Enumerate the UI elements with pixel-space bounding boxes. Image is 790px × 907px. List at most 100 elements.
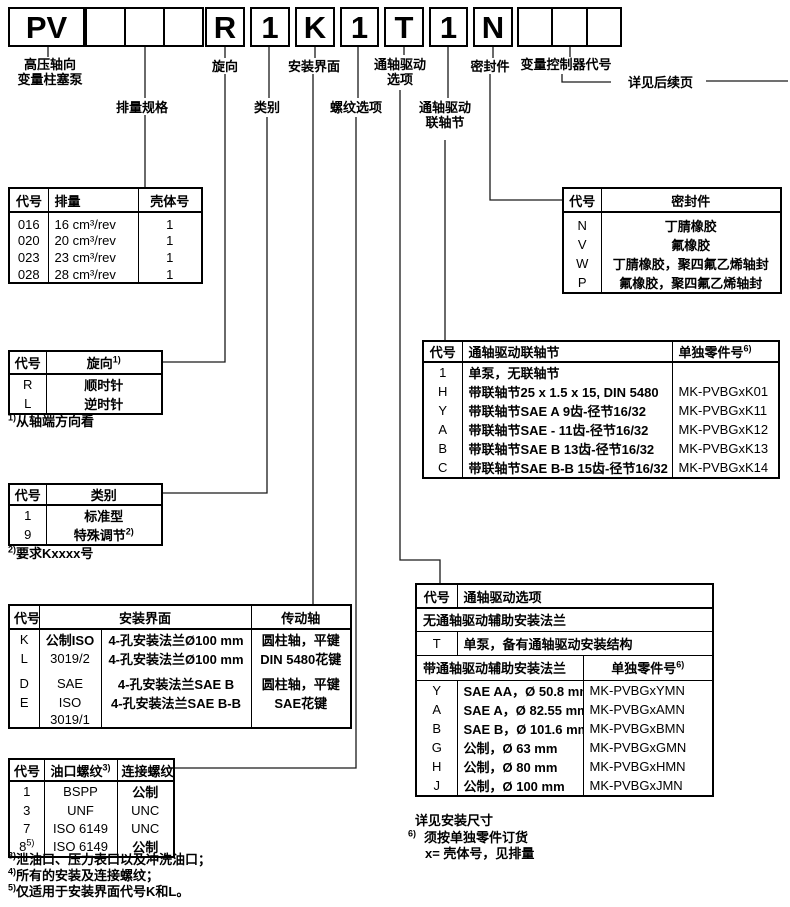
code-box-thru-coupling: 1 [429, 7, 468, 47]
col-header: 排量 [47, 188, 138, 213]
table-row: B 带联轴节SAE B 13齿-径节16/32 MK-PVBGxK13 [423, 439, 779, 458]
table-row: B SAE B，Ø 101.6 mm MK-PVBGxBMN [416, 718, 714, 738]
col-header: 代号 [9, 759, 44, 782]
col-header: 代号 [563, 188, 601, 213]
col-header: 旋向1) [45, 351, 162, 375]
col-header: 连接螺纹4) [116, 759, 174, 782]
code-box-category: 1 [250, 7, 290, 47]
label-thread: 螺纹选项 [329, 100, 382, 115]
note-see-dimensions: 详见安装尺寸 [415, 813, 494, 828]
section-row: 带通轴驱动辅助安装法兰 单独零件号6) [416, 655, 714, 681]
col-header: 密封件 [600, 188, 781, 213]
table-row: W 丁腈橡胶，聚四氟乙烯轴封 [563, 254, 781, 273]
code-box-mounting: K [295, 7, 335, 47]
label-thru-option: 通轴驱动 选项 [373, 57, 426, 87]
note-housing-code: x= 壳体号，见排量 [425, 846, 535, 861]
rotation-table: 代号 旋向1) R 顺时针 L 逆时针 [8, 350, 163, 415]
col-header: 通轴驱动联轴节 [461, 341, 672, 363]
empty-cell [124, 9, 163, 45]
mounting-interface-table: 代号 安装界面 传动轴 K 公制ISO 4-孔安装法兰Ø100 mm 圆柱轴，平… [8, 604, 353, 729]
col-header: 油口螺纹3) [43, 759, 117, 782]
col-header: 代号 [416, 584, 457, 609]
table-row: 1 单泵，无联轴节 [423, 362, 779, 382]
code-box-displacement-cells [85, 7, 204, 47]
category-table: 代号 类别 1 标准型 9 特殊调节2) [8, 483, 163, 546]
table-row: H 带联轴节25 x 1.5 x 15, DIN 5480 MK-PVBGxK0… [423, 382, 779, 401]
empty-cell [551, 9, 585, 45]
code-box-thread: 1 [340, 7, 379, 47]
code-box-seal: N [473, 7, 513, 47]
table-row: V 氟橡胶 [563, 235, 781, 254]
empty-cell [519, 9, 551, 45]
table-row: P 氟橡胶，聚四氟乙烯轴封 [563, 273, 781, 293]
table-row: 3 UNF UNC [9, 801, 174, 819]
col-header: 代号 [9, 188, 48, 213]
table-row: 016 16 cm³/rev 1 [9, 212, 202, 232]
footnote-3: 3)泄油口、压力表口以及冲洗油口； [8, 850, 212, 867]
table-row: J 公制，Ø 100 mm MK-PVBGxJMN [416, 775, 714, 796]
port-thread-table: 代号 油口螺纹3) 连接螺纹4) 1 BSPP 公制 3 UNF UNC 7 I… [8, 758, 175, 858]
label-see-next-page: 详见后续页 [628, 75, 694, 90]
table-row: A 带联轴节SAE - 11齿-径节16/32 MK-PVBGxK12 [423, 420, 779, 439]
table-row: 020 20 cm³/rev 1 [9, 232, 202, 249]
label-pump: 高压轴向 变量柱塞泵 [17, 57, 83, 87]
seal-table: 代号 密封件 N 丁腈橡胶 V 氟橡胶 W 丁腈橡胶，聚四氟乙烯轴封 P 氟橡胶… [562, 187, 782, 294]
thru-drive-option-table: 代号 通轴驱动选项 无通轴驱动辅助安装法兰 T 单泵，备有通轴驱动安装结构 带通… [415, 583, 715, 797]
table-row: 1 BSPP 公制 [9, 781, 174, 801]
table-row: Y 带联轴节SAE A 9齿-径节16/32 MK-PVBGxK11 [423, 401, 779, 420]
table-row: L 逆时针 [9, 394, 162, 414]
label-mounting: 安装界面 [287, 59, 340, 74]
col-header: 通轴驱动选项 [456, 584, 714, 609]
table-row: G 公制，Ø 63 mm MK-PVBGxGMN [416, 737, 714, 757]
category-footnote: 2)要求Kxxxx号 [8, 544, 94, 561]
table-row: 028 28 cm³/rev 1 [9, 266, 202, 283]
table-row: D SAE 4-孔安装法兰SAE B 圆柱轴，平键 [9, 674, 352, 693]
label-controller: 变量控制器代号 [520, 57, 612, 72]
col-header: 传动轴 [250, 605, 352, 630]
col-header: 代号 [9, 605, 39, 630]
table-row: E ISO 4-孔安装法兰SAE B-B SAE花键 [9, 693, 352, 712]
col-header: 单独零件号6) [671, 341, 779, 363]
table-row: N 丁腈橡胶 [563, 212, 781, 235]
code-box-rotation: R [205, 7, 245, 47]
col-header: 代号 [9, 351, 46, 375]
footnote-6: 6)须按单独零件订货 [408, 828, 529, 845]
table-row: 023 23 cm³/rev 1 [9, 249, 202, 266]
col-header: 代号 [423, 341, 462, 363]
thru-drive-coupling-table: 代号 通轴驱动联轴节 单独零件号6) 1 单泵，无联轴节 H 带联轴节25 x … [422, 340, 780, 479]
empty-cell [585, 9, 620, 45]
table-row: 85) ISO 6149 公制 [9, 837, 174, 857]
table-row: 3019/1 [9, 712, 352, 728]
code-box-thru-option: T [384, 7, 424, 47]
rotation-footnote: 1)从轴端方向看 [8, 412, 95, 429]
col-header: 安装界面 [38, 605, 252, 630]
code-box-controller-cells [517, 7, 622, 47]
table-row: T 单泵，备有通轴驱动安装结构 [416, 631, 714, 656]
code-box-prefix: PV [8, 7, 85, 47]
table-row: C 带联轴节SAE B-B 15齿-径节16/32 MK-PVBGxK14 [423, 458, 779, 478]
table-row: H 公制，Ø 80 mm MK-PVBGxHMN [416, 756, 714, 776]
table-row: A SAE A，Ø 82.55 mm MK-PVBGxAMN [416, 699, 714, 719]
table-row: Y SAE AA，Ø 50.8 mm MK-PVBGxYMN [416, 680, 714, 700]
label-category: 类别 [253, 100, 280, 115]
table-row: 7 ISO 6149 UNC [9, 819, 174, 837]
label-rotation: 旋向 [211, 59, 238, 74]
footnote-5: 5)仅适用于安装界面代号K和L。 [8, 882, 190, 899]
label-seal: 密封件 [470, 59, 510, 74]
label-thru-coupling: 通轴驱动 联轴节 [418, 100, 471, 130]
table-row: 9 特殊调节2) [9, 525, 162, 545]
table-row: 1 标准型 [9, 505, 162, 525]
spacer-row [9, 668, 352, 674]
table-row: R 顺时针 [9, 374, 162, 394]
col-header: 代号 [9, 484, 46, 506]
footnote-4: 4)所有的安装及连接螺纹； [8, 866, 160, 883]
col-header: 壳体号 [137, 188, 202, 213]
table-row: K 公制ISO 4-孔安装法兰Ø100 mm 圆柱轴，平键 [9, 629, 352, 649]
col-header: 类别 [45, 484, 162, 506]
empty-cell [87, 9, 124, 45]
table-row: L 3019/2 4-孔安装法兰Ø100 mm DIN 5480花键 [9, 649, 352, 668]
section-row: 无通轴驱动辅助安装法兰 [416, 608, 714, 632]
empty-cell [163, 9, 202, 45]
displacement-table: 代号 排量 壳体号 016 16 cm³/rev 1 020 20 cm³/re… [8, 187, 203, 284]
